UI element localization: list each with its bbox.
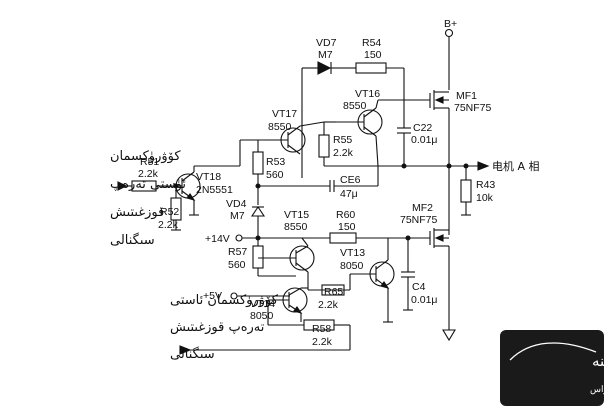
label-plus14v: +14V: [205, 233, 230, 245]
watermark-line-1: روزیبکتینه: [592, 352, 608, 370]
label-r60-value: 150: [338, 221, 356, 233]
upper-signal-annotation: كۆۋرۈكسمان ئۈستى تەرەپ قوزغىتىش سىگنالى: [6, 140, 186, 258]
label-vt16: VT16: [355, 88, 380, 100]
label-mf1: MF1: [456, 90, 477, 102]
label-r53-value: 560: [266, 169, 284, 181]
label-vt17-type: 8550: [268, 121, 292, 133]
label-r58-value: 2.2k: [312, 336, 333, 348]
watermark-line-2: یوراسالن توراس: [590, 385, 608, 395]
label-c22-value: 0.01μ: [411, 134, 438, 146]
label-r52: R52: [160, 206, 179, 218]
label-vd7-type: M7: [318, 49, 333, 61]
label-vt18: VT18: [196, 171, 221, 183]
label-r60: R60: [336, 209, 355, 221]
label-vt14-type: 8050: [250, 310, 274, 322]
label-r55: R55: [333, 134, 352, 146]
label-vt15: VT15: [284, 209, 309, 221]
label-r57: R57: [228, 246, 247, 258]
label-bplus: B+: [444, 18, 457, 30]
label-c4: C4: [412, 281, 426, 293]
label-vt13-type: 8050: [340, 260, 364, 272]
label-r57-value: 560: [228, 259, 246, 271]
label-vt15-type: 8550: [284, 221, 308, 233]
label-output-phase-a: 电机 A 相: [492, 159, 540, 173]
label-r65: R65: [324, 286, 343, 298]
component-labels: B+ VD7 M7 R54 150 MF1 75NF75 VT17 8550 V…: [138, 18, 540, 348]
label-r55-value: 2.2k: [333, 147, 354, 159]
upper-signal-line-1: كۆۋرۈكسمان: [110, 149, 181, 164]
label-vd4-type: M7: [230, 210, 245, 222]
watermark-logo: روزیبکتینه یوراسالن توراس: [500, 330, 608, 406]
label-vt16-type: 8550: [343, 100, 367, 112]
label-vt17: VT17: [272, 108, 297, 120]
label-r43-value: 10k: [476, 192, 494, 204]
label-vd7: VD7: [316, 37, 337, 49]
upper-signal-line-3: قوزغىتىش: [110, 205, 164, 220]
lower-signal-annotation: كۆۋرۈكسمان ئاستى تەرەپ قوزغىتىش سىگنالى: [6, 285, 279, 367]
lower-signal-line-3: سىگنالى: [170, 346, 215, 362]
label-mf2-type: 75NF75: [400, 214, 438, 226]
label-vd4: VD4: [226, 198, 247, 210]
label-r54-value: 150: [364, 49, 382, 61]
label-c22: C22: [413, 122, 432, 134]
label-ce6-value: 47μ: [340, 188, 358, 200]
label-c4-value: 0.01μ: [411, 294, 438, 306]
label-r43: R43: [476, 179, 495, 191]
upper-signal-line-2: ئۈستى تەرەپ: [110, 177, 186, 192]
upper-signal-line-4: سىگنالى: [110, 232, 155, 248]
label-vt18-type: 2N5551: [196, 184, 233, 196]
label-vt13: VT13: [340, 247, 365, 259]
wiring: [117, 28, 490, 355]
label-r51: R51: [140, 156, 159, 168]
label-r52-value: 2.2k: [158, 219, 179, 231]
label-r54: R54: [362, 37, 381, 49]
label-r65-value: 2.2k: [318, 299, 339, 311]
label-r53: R53: [266, 156, 285, 168]
label-plus5v: +5V: [203, 290, 222, 302]
label-r51-value: 2.2k: [138, 168, 159, 180]
label-vt14: VT14: [250, 298, 275, 310]
label-mf2: MF2: [412, 202, 433, 214]
label-ce6: CE6: [340, 174, 361, 186]
label-r58: R58: [312, 323, 331, 335]
lower-signal-line-2: تەرەپ قوزغىتىش: [170, 320, 265, 335]
label-mf1-type: 75NF75: [454, 102, 492, 114]
lower-signal-line-1: كۆۋرۈكسمان ئاستى: [170, 293, 279, 308]
